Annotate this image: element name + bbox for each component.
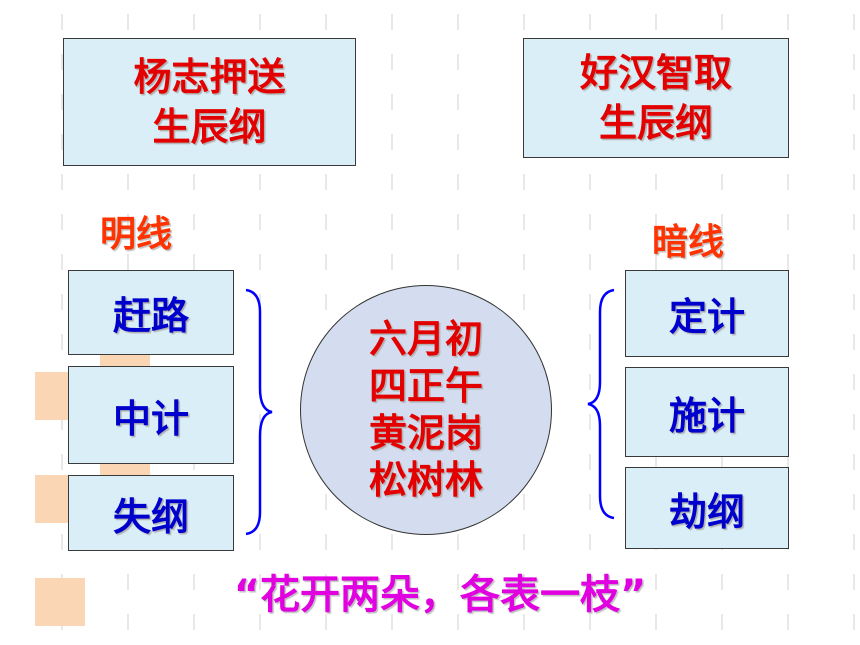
center-circle: 六月初 四正午 黄泥岗 松树林 [300, 285, 552, 535]
covert-line-label: 暗线 [652, 222, 725, 263]
title-box-right: 好汉智取 生辰纲 [523, 38, 789, 158]
overt-line-label: 明线 [100, 214, 173, 255]
title-right-line1: 好汉智取 [579, 51, 732, 95]
title-left-line1: 杨志押送 [133, 55, 286, 99]
decor-square [35, 578, 85, 626]
title-left-line2: 生辰纲 [152, 105, 267, 149]
left-step-box: 失纲 [68, 475, 234, 551]
left-step-box: 赶路 [68, 270, 234, 355]
title-box-left: 杨志押送 生辰纲 [63, 38, 356, 166]
left-step-label: 中计 [112, 396, 189, 441]
title-right-line2: 生辰纲 [598, 101, 713, 145]
quote-text: “花开两朵，各表一枝” [233, 572, 647, 618]
center-text-line: 四正午 [368, 364, 483, 408]
right-step-label: 劫纲 [668, 489, 745, 534]
left-step-label: 赶路 [112, 294, 189, 338]
right-step-label: 施计 [668, 393, 745, 438]
left-step-box: 中计 [68, 366, 234, 464]
left-brace [245, 288, 273, 536]
right-step-label: 定计 [668, 295, 745, 339]
left-step-label: 失纲 [112, 494, 189, 539]
center-text-line: 六月初 [368, 317, 483, 361]
right-step-box: 定计 [625, 270, 789, 357]
right-brace [587, 288, 615, 520]
center-text-line: 松树林 [368, 458, 483, 502]
right-step-box: 劫纲 [625, 467, 789, 549]
right-step-box: 施计 [625, 367, 789, 457]
center-text-line: 黄泥岗 [368, 411, 483, 455]
